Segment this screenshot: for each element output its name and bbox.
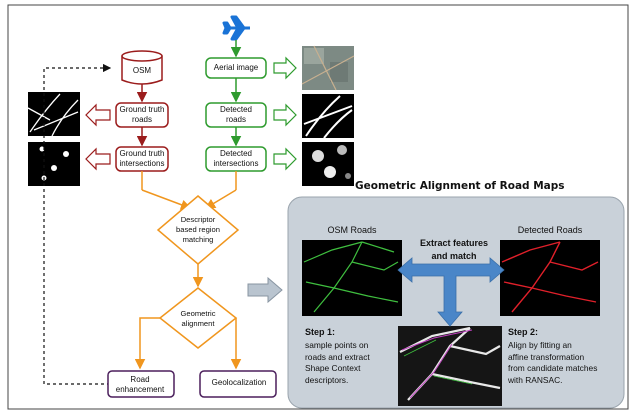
descriptor-matching-label: Descriptor based region matching <box>176 215 220 244</box>
ground-truth-intersections-thumbnail <box>28 142 80 186</box>
osm-roads-image <box>302 240 402 316</box>
osm-database <box>121 50 163 85</box>
aerial-image-thumbnail <box>301 45 355 91</box>
extract-match-arrow <box>397 257 505 327</box>
aligned-overlay-image <box>398 326 502 406</box>
to-panel-arrow <box>247 276 283 304</box>
detected-roads-label: Detected roads <box>219 105 253 124</box>
detected-roads-caption: Detected Roads <box>517 225 583 235</box>
geometric-alignment-diamond <box>158 287 238 349</box>
osm-roads-caption: OSM Roads <box>327 225 377 235</box>
geolocalization-box <box>199 370 277 398</box>
detected-roads-image <box>500 240 600 316</box>
detected-intersections-label: Detected intersections <box>213 149 259 168</box>
aerial-image-label: Aerial image <box>213 63 259 72</box>
step1-title: Step 1: <box>305 327 336 337</box>
detected-roads-thumbnail <box>302 94 354 139</box>
ground-truth-roads-thumbnail <box>27 92 80 137</box>
panel-title: Geometric Alignment of Road Maps <box>355 180 565 192</box>
airplane-icon <box>222 15 250 41</box>
geolocalization-label: Geolocalization <box>211 378 267 387</box>
ground-truth-intersections-label: Ground truth intersections <box>119 149 165 168</box>
outer-frame <box>7 4 629 410</box>
extract-features-label: Extract features and match <box>419 238 489 261</box>
step1-text: sample points on roads and extract Shape… <box>305 340 370 385</box>
detected-intersections-thumbnail <box>302 142 354 186</box>
ground-truth-roads-label: Ground truth roads <box>119 105 165 124</box>
step2-text: Align by fitting an affine transformatio… <box>508 340 598 385</box>
geometric-alignment-label: Geometric alignment <box>180 309 216 328</box>
step2-title: Step 2: <box>508 327 539 337</box>
road-enhancement-label: Road enhancement <box>115 375 165 394</box>
road-enhancement-box <box>107 370 175 398</box>
osm-label: OSM <box>132 66 152 75</box>
